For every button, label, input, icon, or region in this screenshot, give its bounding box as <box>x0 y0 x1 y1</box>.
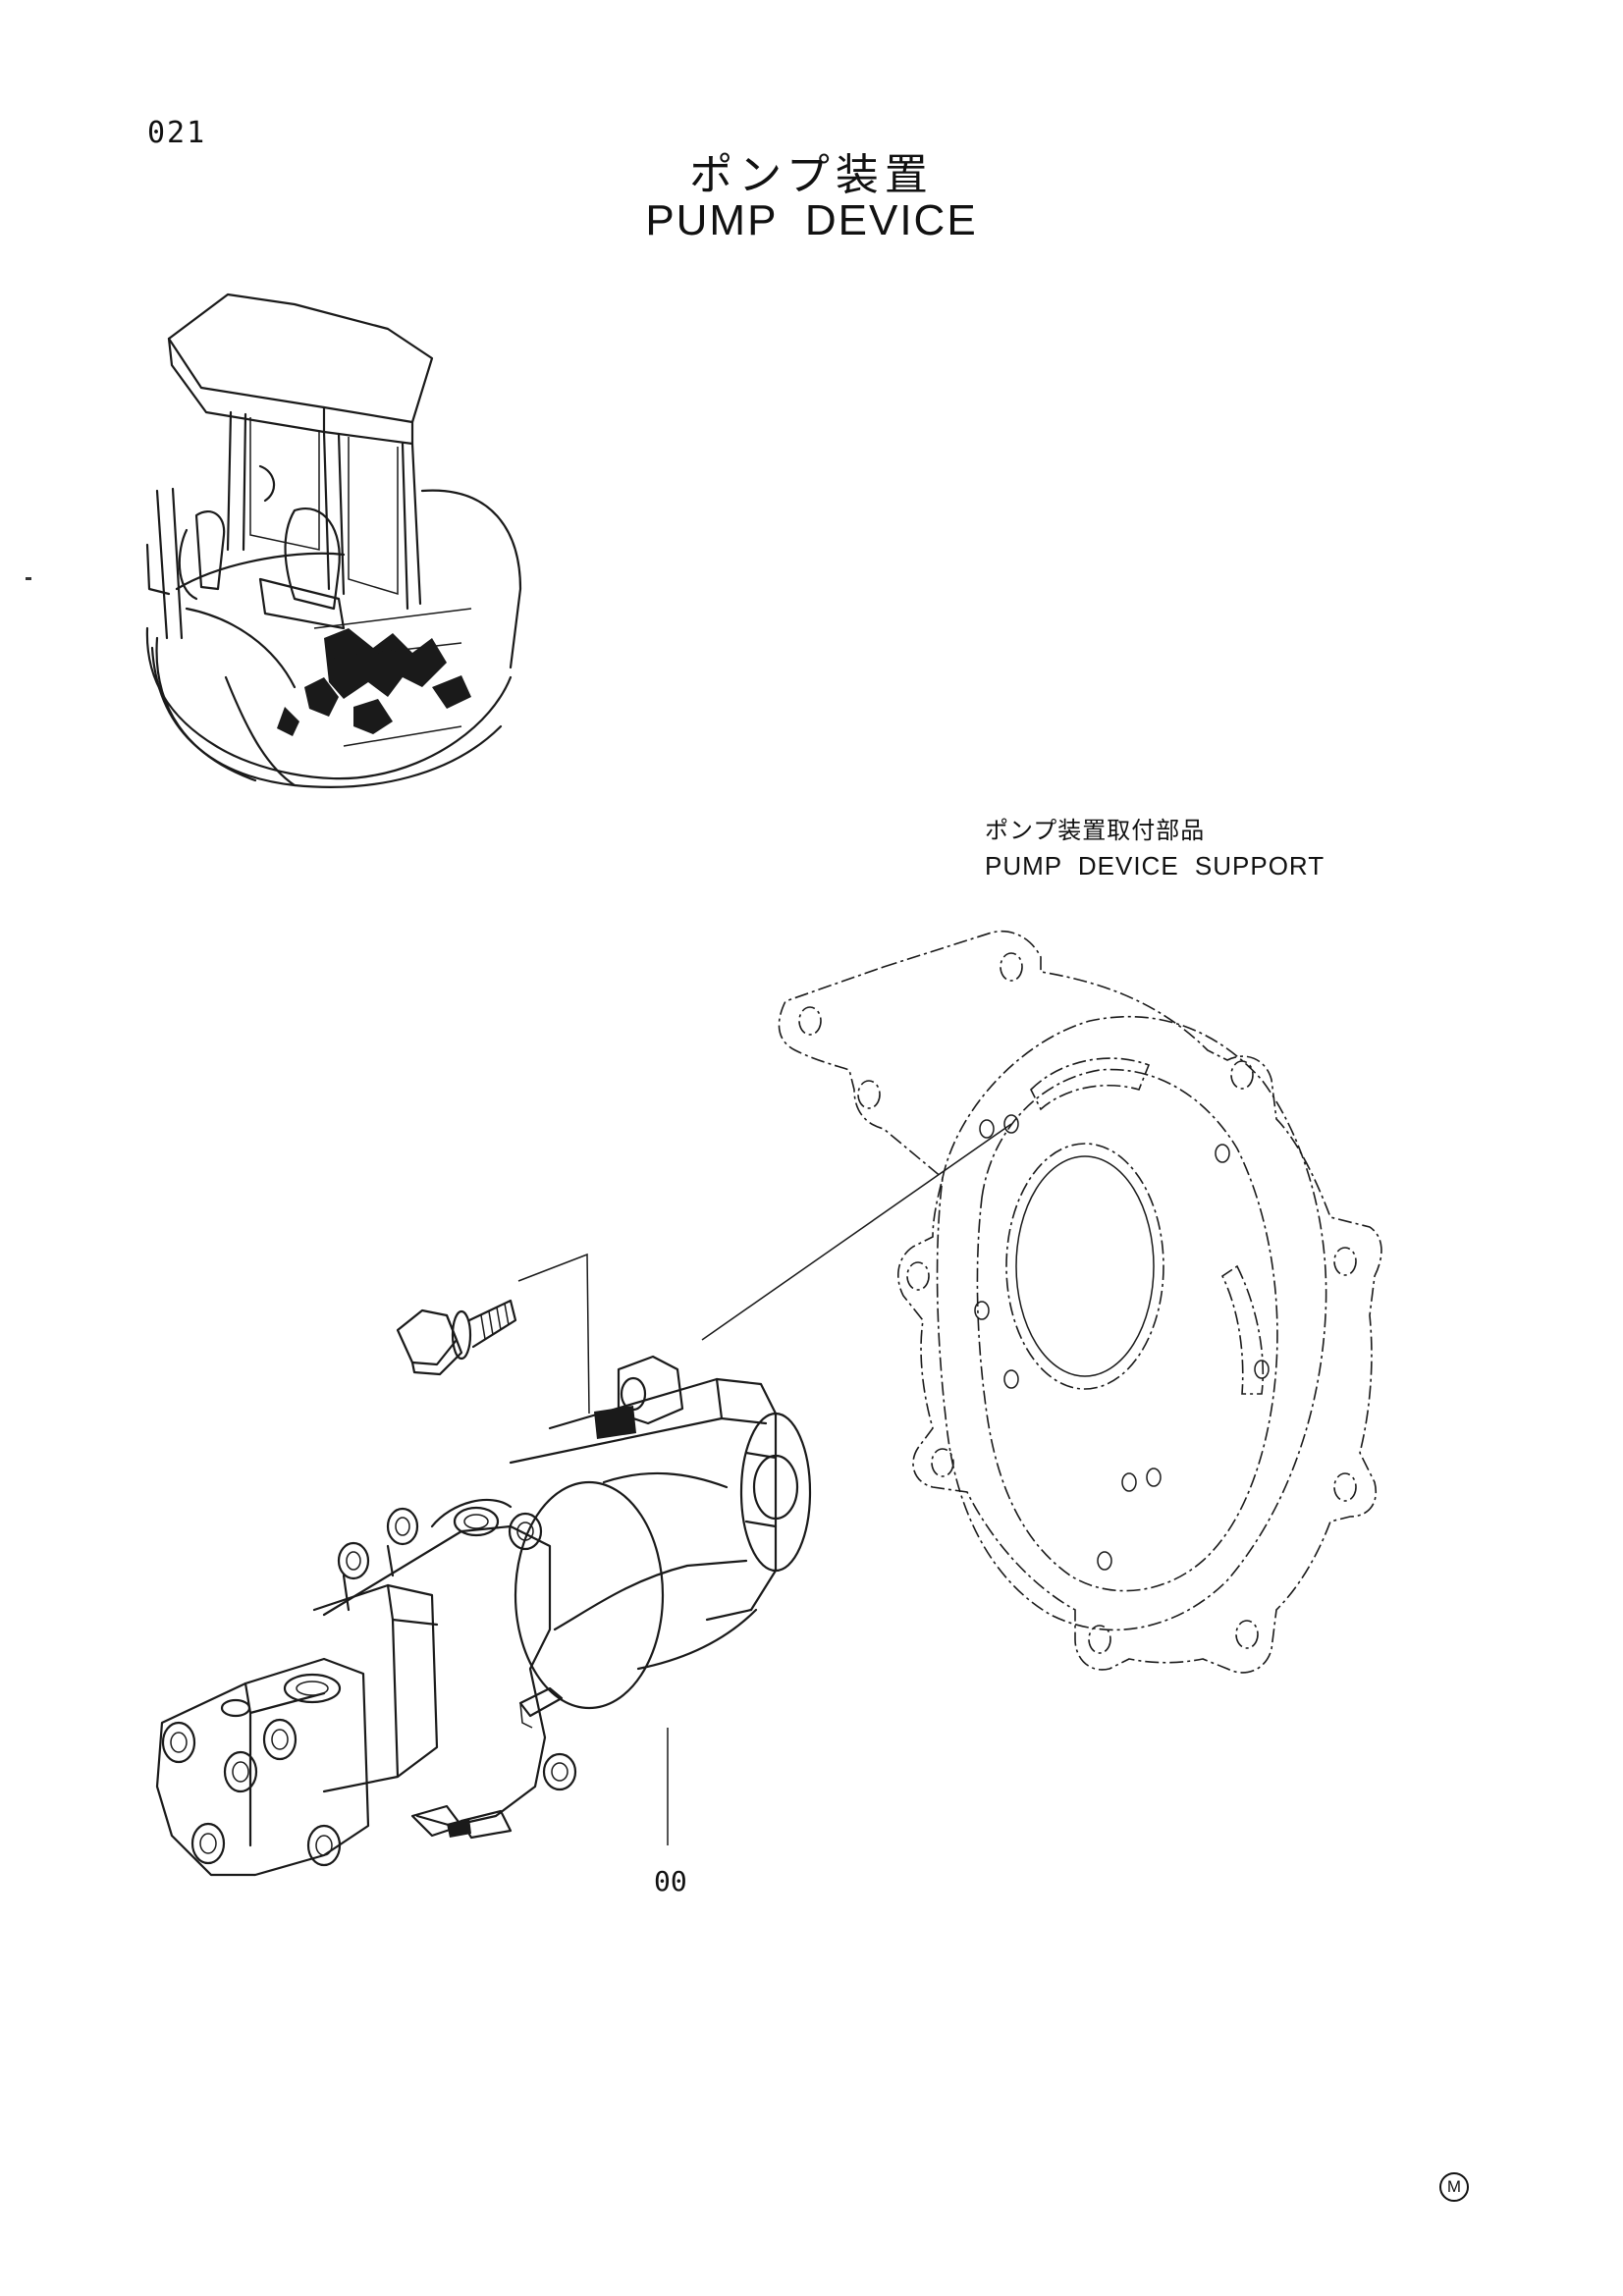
front-cover-bolt-1 <box>161 1721 196 1764</box>
page-number: 021 <box>147 116 207 150</box>
page-title-english: PUMP DEVICE <box>645 196 978 244</box>
page-title-japanese: ポンプ装置 <box>689 150 934 200</box>
gear-housing-bolt-2 <box>337 1541 370 1580</box>
body-bolt-2 <box>542 1752 577 1791</box>
margin-mark <box>26 577 31 580</box>
assembly-leader-lines <box>517 1123 1012 1845</box>
excavator-overview-icon <box>145 293 522 788</box>
support-label-english: PUMP DEVICE SUPPORT <box>985 851 1325 881</box>
front-cover-bolt-4 <box>190 1822 226 1865</box>
hex-bolt-icon <box>396 1299 517 1376</box>
pump-device-support-icon <box>778 931 1382 1674</box>
hydraulic-pump-icon <box>155 1355 812 1877</box>
pump-device-support-label: ポンプ装置取付部品 PUMP DEVICE SUPPORT <box>985 813 1325 883</box>
support-label-japanese: ポンプ装置取付部品 <box>985 817 1206 844</box>
gear-housing-bolt-1 <box>386 1507 419 1546</box>
front-cover-bolt-2 <box>262 1718 298 1761</box>
part-number-callout: 00 <box>654 1865 687 1897</box>
circled-m-mark: M <box>1439 2172 1469 2202</box>
front-cover-bolt-5 <box>306 1824 342 1867</box>
front-cover-bolt-3 <box>223 1750 258 1793</box>
body-bolt-1 <box>508 1512 543 1551</box>
